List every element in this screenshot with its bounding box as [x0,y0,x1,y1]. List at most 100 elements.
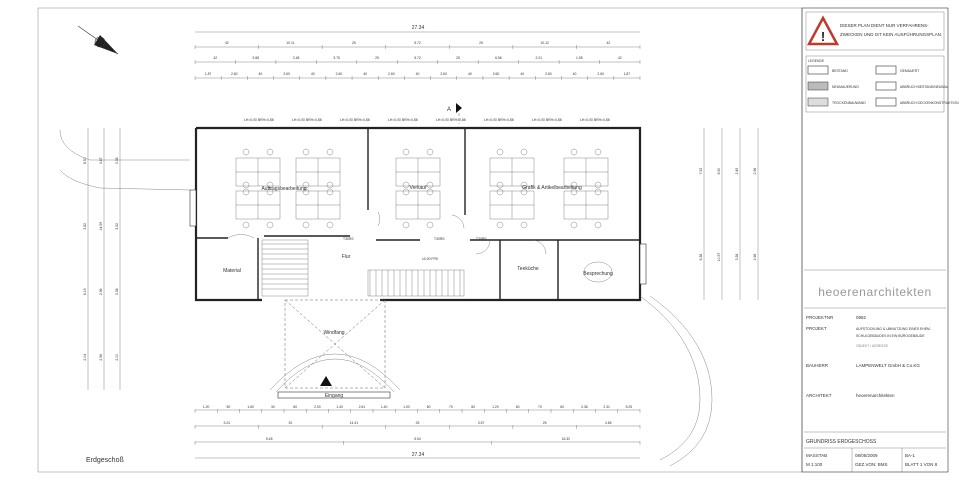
north-arrow-icon [77,25,119,55]
architect-logo: heoerenarchitekten [804,269,946,309]
window-tags: LH=0,00 BRH=0,88 LH=0,00 BRH=0,88 LH=0,0… [244,118,610,122]
bauherr-label: BAUHERR [806,363,829,368]
dimension-label: 2.96 [99,354,103,361]
dimension-label: 1.55 [576,56,583,60]
dimension-label: 40 [520,72,524,76]
dimension-label: 1.40 [381,405,388,409]
dimension-label: 6.50 [717,168,721,175]
dimension-label: 2.36 [581,405,588,409]
dimension-label: 2.60 [283,72,290,76]
dimension-label: 70 [538,405,542,409]
door-tag-1: T30RS [343,237,354,241]
legend-item-6: ABBRUCH DECKENKONSTRUKTION [900,101,959,105]
dimension-label: 40 [573,72,577,76]
dimension-label: 2.60 [493,72,500,76]
massstab-value: M 1:100 [806,462,823,467]
dimension-label: 42 [225,41,229,45]
dimension-label: 2.96 [99,288,103,295]
dimension-label: 16.32 [562,437,571,441]
dimension-label: 50 [226,405,230,409]
dimension-label: 2.96 [753,168,757,175]
bauherr-value: LAMPENWELT GmbH & Co.KG [856,363,920,368]
dimension-label: 2.45 [735,168,739,175]
datum-value: 08/05/2009 [855,453,878,458]
window-tag-1: LH=0,00 BRH=0,88 [244,118,274,122]
dimension-label: 40 [363,72,367,76]
dimension-label: 2.96 [753,254,757,261]
legend-item-5: TROCKENBAUWAND [832,101,866,105]
logo-text: heoerenarchitekten [818,285,932,299]
window-tag-5: LH=0,00 BRH=0,88 [436,118,466,122]
warning-box: ! DIESER PLAN DIENT NUR VERFAHRENS- ZWEC… [805,11,945,51]
legend: LEGENDE BESTAND GEMAUERT NEUMAUERUNG ABB… [805,55,959,113]
room-verkauf: Verkauf [410,185,428,191]
dimension-label: 40 [416,72,420,76]
dimension-label: 3.38 [115,157,119,164]
dimension-label: 3.87 [99,157,103,164]
dimension-label: 3.24 [223,421,230,425]
room-grafik-artikelbearbeitung: Grafik & Artikelbearbeitung [522,185,582,191]
site-boundary [59,129,713,467]
projekt-label: PROJEKT [806,326,827,331]
dimension-label: 10.12 [540,41,549,45]
dimension-label: 2.60 [545,72,552,76]
dimension-label: 2.04 [83,354,87,361]
dimension-label: 70 [449,405,453,409]
projektnr-label: PROJEKTNR [806,315,834,320]
title-block: PROJEKTNR 0982 PROJEKT AUFSTOCKUNG & UMN… [804,315,946,472]
dimension-label: 25 [375,56,379,60]
dimension-label: 1.20 [203,405,210,409]
door-tag-2: T30RS [434,237,445,241]
staircase [262,243,461,296]
dimension-label: 5.72 [414,56,421,60]
entrance-area [269,299,401,399]
dimension-label: 42 [618,56,622,60]
dimension-label: 40 [468,72,472,76]
room-eingang: Eingang [325,393,344,399]
warning-line-2: ZWECKEN UND IST KEIN AUSFÜHRUNGSPLAN. [840,31,942,37]
dimension-label: 7.52 [699,168,703,175]
dimension-label: 2.60 [231,72,238,76]
window-tag-2: LH=0,00 BRH=0,88 [292,118,322,122]
dimension-label: 2.60 [336,72,343,76]
room-material: Material [223,268,241,274]
dimension-label: 25 [456,56,460,60]
dimension-label: 6.38 [699,254,703,261]
window-tag-6: LH=0,00 BRH=0,88 [484,118,514,122]
dimension-label: 60 [560,405,564,409]
dimension-label: 60 [293,405,297,409]
floor-label: Erdgeschoß [86,457,124,464]
sheet-title: GRUNDRISS ERDGESCHOSS [806,439,877,445]
dimension-label: 1.60 [247,405,254,409]
dimension-label: 2.00 [314,405,321,409]
legend-item-4: ABBRUCH BESTAND/NEUBAU [900,85,949,89]
dimension-label: 2.00 [115,354,119,361]
dimension-label: 3.92 [115,223,119,230]
dimension-label: 2.60 [440,72,447,76]
blatt-info: BLATT 1 VON 8 [905,462,938,467]
dimension-label: 8.50 [83,157,87,164]
room-teekueche: Teeküche [517,266,539,272]
dimension-label: 2.31 [603,405,610,409]
massstab-label: MASSTAB [806,453,827,458]
furniture [235,148,613,283]
dimension-label: 25 [479,41,483,45]
room-labels: Auftragsbearbeitung Verkauf Grafik & Art… [223,185,613,399]
window-tag-7: LH=0,00 BRH=0,88 [532,118,562,122]
legend-item-2: GEMAUERT [900,69,919,73]
dimension-label: 2.48 [293,56,300,60]
room-besprechung: Besprechung [583,271,613,277]
dimension-label: 5.54 [414,437,421,441]
architekt-value: heoerenarchitekten [856,393,895,398]
dimension-label: 3.57 [478,421,485,425]
building-walls [189,126,647,302]
room-auftragsbearbeitung: Auftragsbearbeitung [261,186,306,192]
dim-top-total: 27.34 [412,25,425,31]
dimension-label: 3.75 [333,56,340,60]
warning-icon [806,15,840,46]
window-tag-4: LH=0,00 BRH=0,88 [388,118,418,122]
architekt-label: ARCHITEKT [806,393,832,398]
dimension-label: 2.61 [359,405,366,409]
dimension-label: 60 [516,405,520,409]
